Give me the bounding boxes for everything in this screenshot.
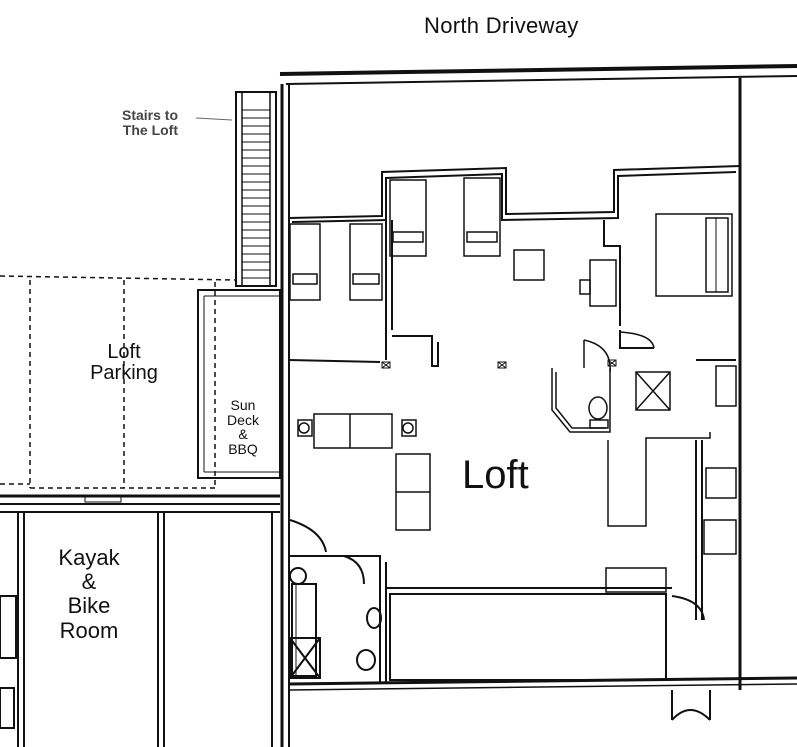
loft-parking-outline	[0, 275, 237, 489]
loft-parking-line-1: Loft	[107, 341, 141, 363]
sun-deck-line-1: Sun	[230, 397, 256, 413]
stair-treads	[242, 109, 270, 279]
furniture	[297, 249, 617, 531]
stairs	[195, 91, 277, 287]
loft-parking-label: Loft Parking	[86, 342, 162, 384]
kayak-line-3: Bike	[67, 593, 111, 619]
sun-deck-line-2: Deck	[227, 411, 259, 428]
x-fixtures	[381, 359, 617, 369]
kayak-line-2: &	[81, 569, 97, 595]
bedroom-walls	[288, 165, 741, 367]
sun-deck-outline	[197, 289, 281, 479]
sun-deck-label: Sun Deck & BBQ	[218, 398, 268, 457]
beds	[289, 177, 733, 301]
bath-and-kitchen	[551, 331, 737, 593]
misc-stubs	[695, 359, 736, 620]
stairs-label: Stairs to The Loft	[122, 108, 178, 137]
north-driveway-title: North Driveway	[424, 13, 579, 38]
sun-deck-line-4: BBQ	[228, 441, 258, 458]
kayak-line-1: Kayak	[58, 545, 120, 570]
stairs-label-line-1: Stairs to	[122, 107, 179, 123]
stairs-label-line-2: The Loft	[122, 121, 179, 138]
kayak-line-4: Room	[59, 617, 119, 643]
loft-parking-line-2: Parking	[90, 362, 158, 384]
sun-deck-line-3: &	[238, 426, 248, 443]
loft-room-label: Loft	[462, 453, 529, 497]
kayak-bike-room-label: Kayak & Bike Room	[50, 545, 128, 643]
kayak-room-outline	[0, 494, 280, 747]
